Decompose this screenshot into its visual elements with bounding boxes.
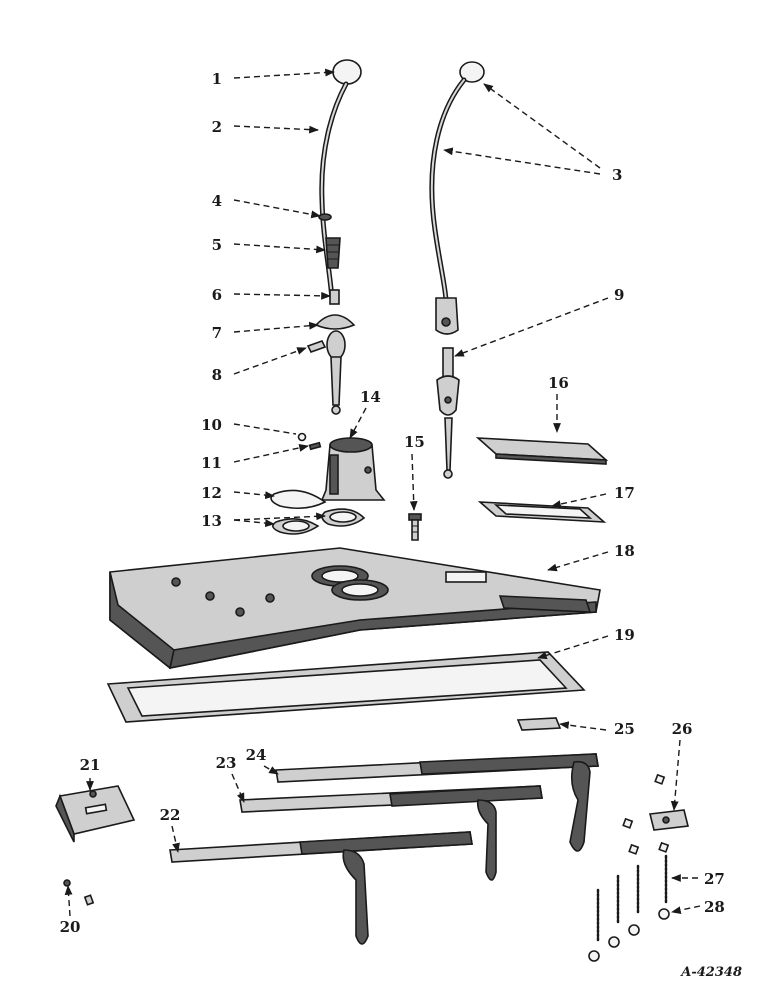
part-23-shifter-rail	[239, 785, 543, 881]
part-11-pin	[308, 441, 322, 451]
callout-7: 7	[212, 324, 222, 342]
callout-5: 5	[212, 236, 222, 254]
part-26-bracket	[622, 773, 689, 855]
callout-21: 21	[80, 756, 101, 774]
callout-2: 2	[212, 118, 222, 136]
callout-26: 26	[672, 720, 693, 738]
callout-22: 22	[160, 806, 181, 824]
part-27-springs	[596, 854, 668, 942]
part-8-pin	[306, 340, 327, 353]
part-7-cap	[314, 314, 356, 330]
part-2-shift-lever	[319, 81, 349, 303]
callout-10: 10	[201, 416, 222, 434]
callout-28: 28	[704, 898, 725, 916]
part-28-balls	[588, 908, 670, 962]
figure-code: A-42348	[679, 965, 742, 980]
part-21-interlock-block	[55, 785, 136, 843]
callout-4: 4	[212, 192, 222, 210]
part-9-lower-lever	[436, 347, 460, 479]
callout-18: 18	[614, 542, 635, 560]
callout-12: 12	[201, 484, 222, 502]
callout-15: 15	[404, 433, 425, 451]
part-10-ball	[297, 432, 307, 442]
part-1-knob	[332, 59, 362, 85]
part-22-shifter-rail	[169, 831, 473, 945]
callout-16: 16	[548, 374, 569, 392]
callout-25: 25	[614, 720, 635, 738]
part-17-cover-gasket	[477, 501, 607, 523]
part-19-cover-gasket	[106, 651, 586, 723]
part-14-lever-housing	[320, 437, 386, 501]
part-24-shifter-rail	[275, 753, 599, 852]
callout-23: 23	[216, 754, 237, 772]
leader-lines	[64, 68, 701, 917]
callout-13: 13	[201, 512, 222, 530]
part-16-cover-plate	[475, 437, 609, 465]
callout-17: 17	[614, 484, 635, 502]
callout-3: 3	[612, 166, 622, 184]
callout-19: 19	[614, 626, 635, 644]
callout-20: 20	[60, 918, 81, 936]
part-3-reverse-lever	[429, 61, 485, 335]
part-18-transmission-cover	[109, 547, 601, 670]
callout-14: 14	[360, 388, 381, 406]
part-15-bolt	[408, 513, 422, 541]
part-13-gaskets	[272, 508, 366, 535]
callout-6: 6	[212, 286, 222, 304]
part-5-spring	[325, 237, 341, 269]
callout-1: 1	[212, 70, 222, 88]
callout-9: 9	[614, 286, 624, 304]
callout-24: 24	[246, 746, 267, 764]
part-4-ring	[318, 213, 332, 221]
callout-labels: 1 2 3 4 5 6 7 8 9 10 11 12 13 14 15 16 1…	[60, 70, 742, 980]
part-12-gasket	[270, 489, 327, 510]
callout-27: 27	[704, 870, 725, 888]
callout-11: 11	[201, 454, 222, 472]
left-lever-lower-end	[326, 330, 346, 415]
part-6-shoulder	[329, 289, 340, 305]
part-25-lock-plate	[516, 717, 562, 731]
callout-8: 8	[212, 366, 222, 384]
